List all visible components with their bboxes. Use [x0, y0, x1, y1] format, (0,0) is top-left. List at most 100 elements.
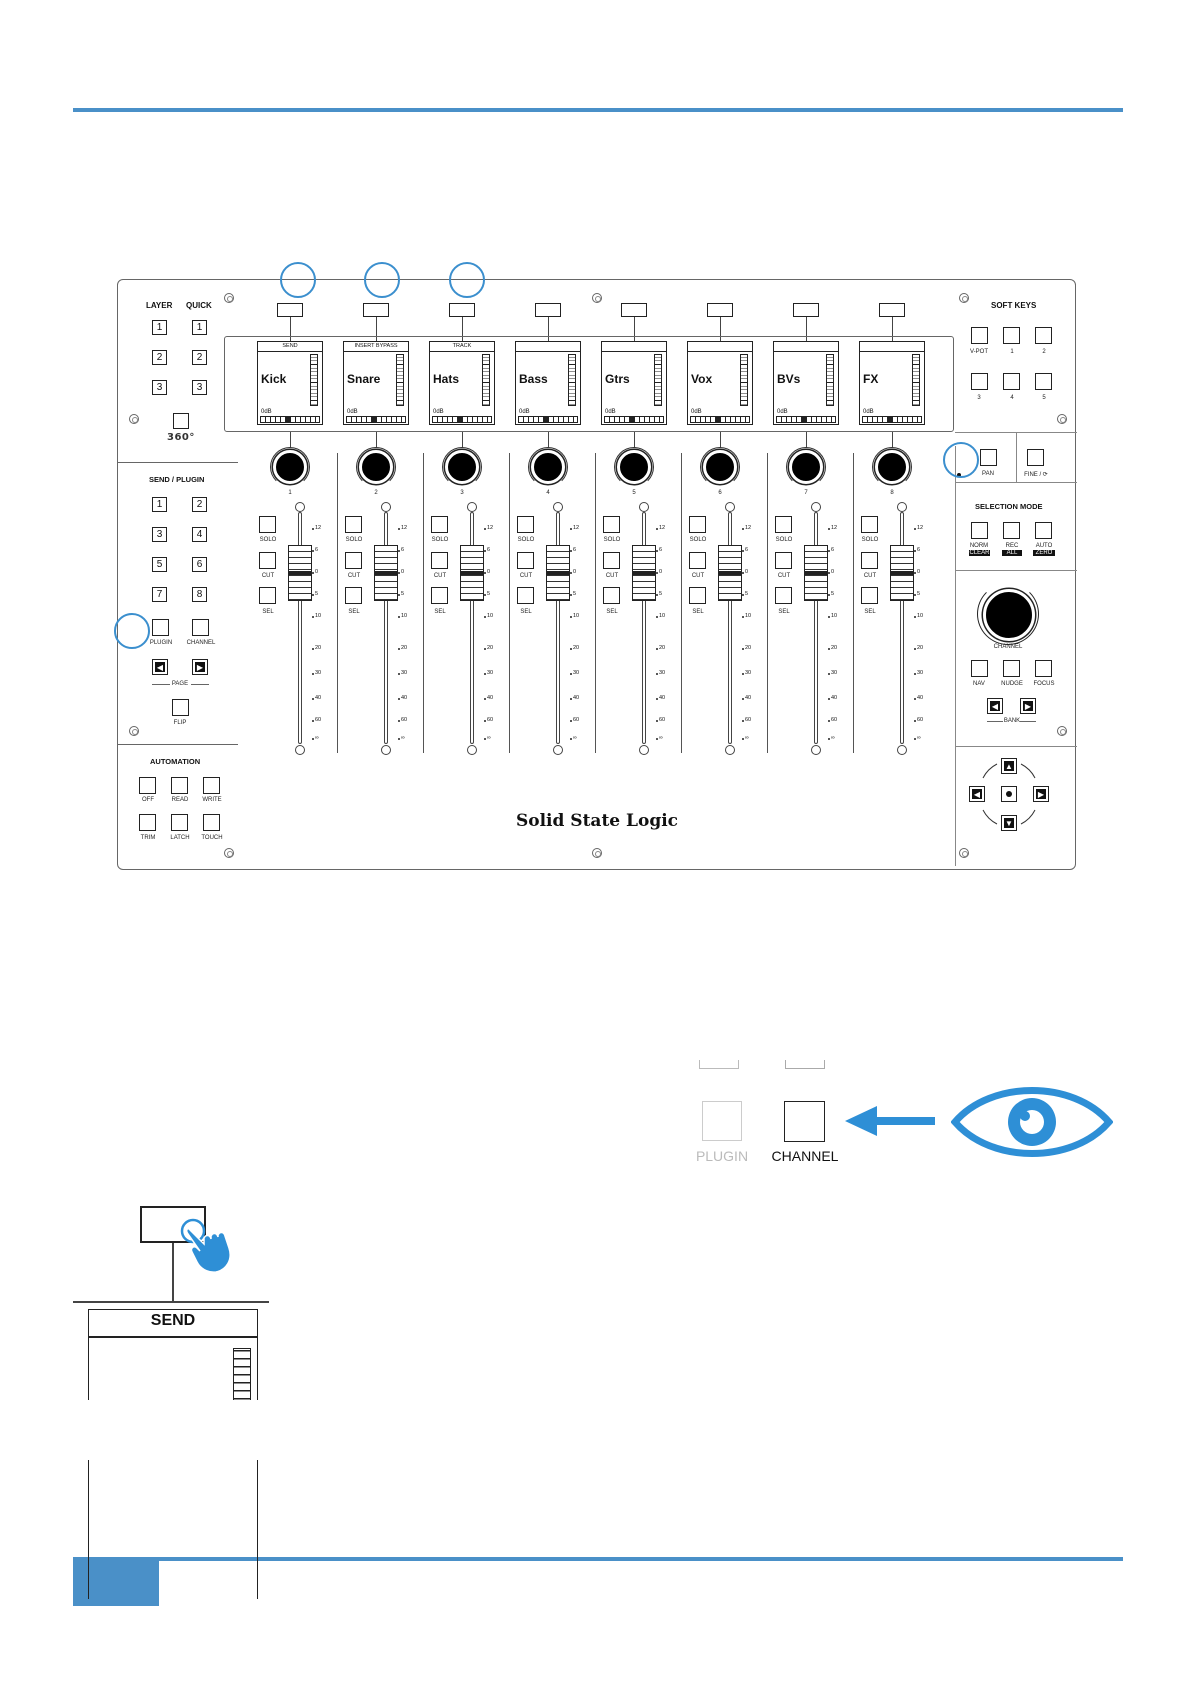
sel-button[interactable] [861, 587, 878, 604]
bank-right-button[interactable]: ▶ [1020, 698, 1036, 714]
dpad-left-button[interactable]: ◀ [969, 786, 985, 802]
cut-button[interactable] [689, 552, 706, 569]
strip-soft-button[interactable] [621, 303, 647, 317]
sel-button[interactable] [689, 587, 706, 604]
automation-off-button[interactable] [139, 777, 156, 794]
cut-button[interactable] [431, 552, 448, 569]
automation-read-button[interactable] [171, 777, 188, 794]
strip-soft-button[interactable] [879, 303, 905, 317]
strip-soft-button[interactable] [793, 303, 819, 317]
layer-button-3[interactable]: 3 [152, 380, 167, 395]
sel-button[interactable] [259, 587, 276, 604]
solo-button[interactable] [689, 516, 706, 533]
send-button-1[interactable]: 1 [152, 497, 167, 512]
flip-button[interactable] [172, 699, 189, 716]
page-right-button[interactable]: ▶ [192, 659, 208, 675]
dpad-up-button[interactable]: ▲ [1001, 758, 1017, 774]
fader-cap[interactable] [632, 545, 656, 601]
bank-left-button[interactable]: ◀ [987, 698, 1003, 714]
fader-scale-label: 20 [315, 645, 322, 651]
strip-soft-button[interactable] [363, 303, 389, 317]
callout-plugin-button[interactable] [702, 1101, 742, 1141]
pan-button[interactable] [980, 449, 997, 466]
solo-button[interactable] [259, 516, 276, 533]
solo-button[interactable] [345, 516, 362, 533]
vpot-knob[interactable] [445, 450, 479, 484]
strip-soft-button[interactable] [707, 303, 733, 317]
soft-key-1[interactable] [1003, 327, 1020, 344]
channel-button[interactable] [192, 619, 209, 636]
send-button-4[interactable]: 4 [192, 527, 207, 542]
fader-cap[interactable] [804, 545, 828, 601]
vpot-knob[interactable] [273, 450, 307, 484]
cut-button[interactable] [775, 552, 792, 569]
dpad-down-button[interactable]: ▼ [1001, 815, 1017, 831]
cut-button[interactable] [259, 552, 276, 569]
vpot-knob[interactable] [359, 450, 393, 484]
fader-cap[interactable] [718, 545, 742, 601]
layer-button-2[interactable]: 2 [152, 350, 167, 365]
callout-channel-button[interactable] [784, 1101, 825, 1142]
automation-touch-button[interactable] [203, 814, 220, 831]
soft-key-vpot[interactable] [971, 327, 988, 344]
solo-button[interactable] [775, 516, 792, 533]
dpad-right-button[interactable]: ▶ [1033, 786, 1049, 802]
sel-button[interactable] [775, 587, 792, 604]
strip-soft-button[interactable] [449, 303, 475, 317]
channel-encoder[interactable] [983, 589, 1035, 641]
fader-cap[interactable] [288, 545, 312, 601]
cut-button[interactable] [517, 552, 534, 569]
fader-cap[interactable] [460, 545, 484, 601]
cut-button[interactable] [345, 552, 362, 569]
soft-key-3[interactable] [971, 373, 988, 390]
rec-all-button[interactable] [1003, 522, 1020, 539]
send-button-3[interactable]: 3 [152, 527, 167, 542]
nav-button[interactable] [971, 660, 988, 677]
auto-zero-button[interactable] [1035, 522, 1052, 539]
solo-button[interactable] [603, 516, 620, 533]
sel-button[interactable] [345, 587, 362, 604]
vpot-knob[interactable] [703, 450, 737, 484]
sel-button[interactable] [431, 587, 448, 604]
vpot-knob[interactable] [617, 450, 651, 484]
focus-button[interactable] [1035, 660, 1052, 677]
vpot-knob[interactable] [875, 450, 909, 484]
strip-soft-button[interactable] [277, 303, 303, 317]
send-button-8[interactable]: 8 [192, 587, 207, 602]
fader-cap[interactable] [546, 545, 570, 601]
automation-latch-button[interactable] [171, 814, 188, 831]
fader-cap[interactable] [374, 545, 398, 601]
quick-button-3[interactable]: 3 [192, 380, 207, 395]
send-button-7[interactable]: 7 [152, 587, 167, 602]
solo-button[interactable] [517, 516, 534, 533]
vpot-knob[interactable] [789, 450, 823, 484]
solo-button[interactable] [431, 516, 448, 533]
sel-button[interactable] [517, 587, 534, 604]
quick-button-2[interactable]: 2 [192, 350, 207, 365]
dpad-center-button[interactable] [1001, 786, 1017, 802]
cut-button[interactable] [603, 552, 620, 569]
360-button[interactable] [173, 413, 189, 429]
automation-trim-button[interactable] [139, 814, 156, 831]
send-button-6[interactable]: 6 [192, 557, 207, 572]
arrow-left-icon: ◀ [973, 789, 981, 799]
soft-key-4[interactable] [1003, 373, 1020, 390]
soft-key-2[interactable] [1035, 327, 1052, 344]
norm-clear-button[interactable] [971, 522, 988, 539]
fine-button[interactable] [1027, 449, 1044, 466]
send-button-5[interactable]: 5 [152, 557, 167, 572]
send-button-2[interactable]: 2 [192, 497, 207, 512]
strip-soft-button[interactable] [535, 303, 561, 317]
fader-cap[interactable] [890, 545, 914, 601]
solo-button[interactable] [861, 516, 878, 533]
plugin-button[interactable] [152, 619, 169, 636]
layer-button-1[interactable]: 1 [152, 320, 167, 335]
quick-button-1[interactable]: 1 [192, 320, 207, 335]
nudge-button[interactable] [1003, 660, 1020, 677]
sel-button[interactable] [603, 587, 620, 604]
automation-write-button[interactable] [203, 777, 220, 794]
page-left-button[interactable]: ◀ [152, 659, 168, 675]
cut-button[interactable] [861, 552, 878, 569]
soft-key-5[interactable] [1035, 373, 1052, 390]
vpot-knob[interactable] [531, 450, 565, 484]
